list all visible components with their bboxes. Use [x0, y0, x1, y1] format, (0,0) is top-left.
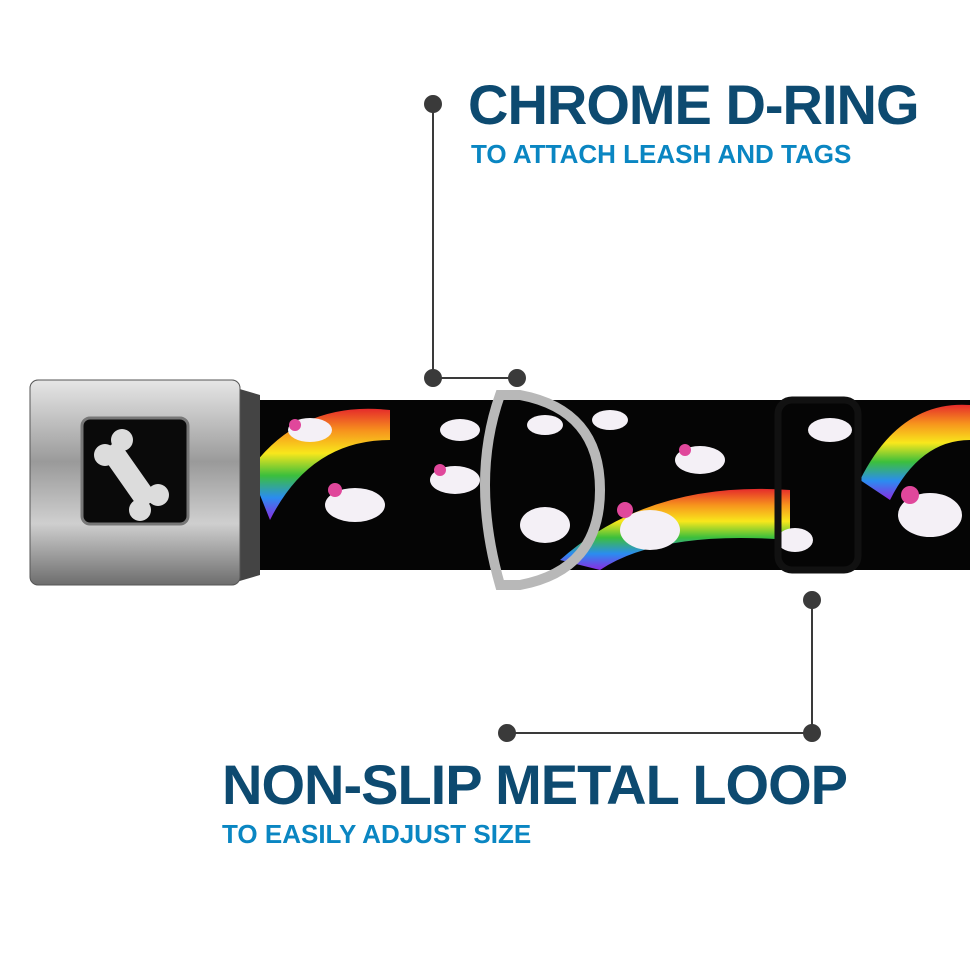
d-ring-leader — [424, 95, 526, 387]
metal-loop — [774, 396, 862, 574]
d-ring-subtitle: TO ATTACH LEASH AND TAGS — [471, 139, 852, 169]
loop-leader — [498, 591, 821, 742]
loop-subtitle: TO EASILY ADJUST SIZE — [222, 819, 532, 849]
d-ring — [480, 390, 606, 590]
seatbelt-buckle — [29, 379, 260, 586]
collar-strap — [240, 400, 970, 570]
bone-logo-icon — [94, 429, 169, 521]
loop-title: NON-SLIP METAL LOOP — [222, 753, 848, 816]
d-ring-title: CHROME D-RING — [468, 73, 920, 136]
